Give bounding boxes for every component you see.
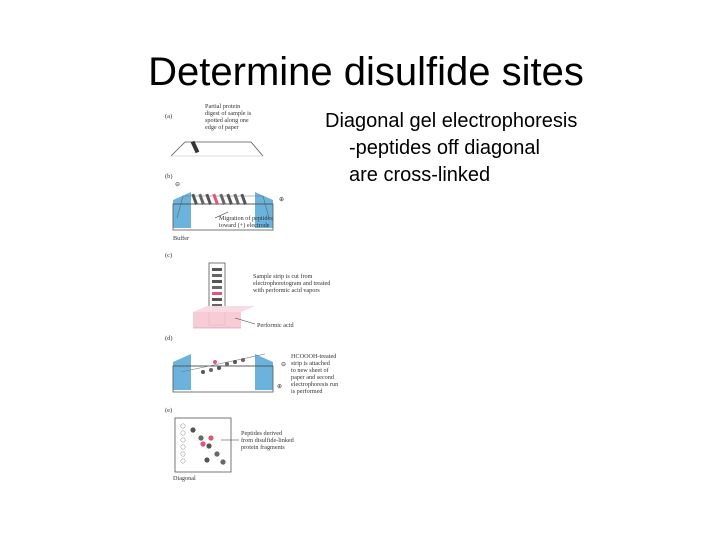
label-d-2: strip is attached xyxy=(291,360,331,367)
label-b-buffer: Buffer xyxy=(173,235,189,242)
label-e-2: from disulfide-linked xyxy=(241,437,295,444)
panel-label-d: (d) xyxy=(165,335,173,342)
label-b-migration-2: toward (+) electrode xyxy=(219,222,270,229)
label-c-3: with performic acid vapors xyxy=(253,287,320,294)
panel-e-sheet xyxy=(174,417,239,473)
bullet-sub-1: -peptides off diagonal xyxy=(349,137,540,159)
label-d-3: to new sheet of xyxy=(291,367,330,374)
panel-b-apparatus xyxy=(172,192,274,231)
label-b-migration-1: Migration of peptides xyxy=(219,215,273,222)
bullet-list: Diagonal gel electrophoresis -peptides o… xyxy=(325,108,577,189)
panel-a-paper xyxy=(170,140,264,157)
label-c-1: Sample strip is cut from xyxy=(253,273,313,280)
minus-electrode-d: ⊖ xyxy=(281,361,286,368)
minus-electrode-b: ⊖ xyxy=(175,181,180,188)
panel-label-b: (b) xyxy=(165,173,173,180)
plus-electrode-b: ⊕ xyxy=(279,196,284,203)
slide-title: Determine disulfide sites xyxy=(148,50,584,94)
panel-label-a: (a) xyxy=(165,113,172,120)
plus-electrode-d: ⊕ xyxy=(277,383,282,390)
label-d-5: electrophoresis run xyxy=(291,381,338,388)
panel-c-strip xyxy=(193,262,256,329)
label-e-diagonal: Diagonal xyxy=(173,475,196,482)
label-d-6: is performed xyxy=(291,388,323,395)
bullet-main: Diagonal gel electrophoresis xyxy=(325,110,578,132)
label-e-3: protein fragments xyxy=(241,444,285,451)
panel-label-e: (e) xyxy=(165,407,172,414)
panel-d-apparatus xyxy=(172,353,274,393)
label-c-acid: Performic acid xyxy=(257,322,294,329)
label-a-4: edge of paper xyxy=(205,124,239,131)
diagonal-electrophoresis-figure: (a) Partial protein digest of sample is … xyxy=(163,100,343,485)
panel-label-c: (c) xyxy=(165,252,172,259)
label-d-1: HCOOOH-treated xyxy=(291,353,337,360)
label-e-1: Peptides derived xyxy=(241,430,283,437)
label-c-2: electrophoretogram and treated xyxy=(253,280,331,287)
label-a-2: digest of sample is xyxy=(205,110,252,117)
label-a-1: Partial protein xyxy=(205,103,240,110)
figure-svg: (a) Partial protein digest of sample is … xyxy=(165,103,338,482)
label-a-3: spotted along one xyxy=(205,117,249,124)
bullet-sub-2: are cross-linked xyxy=(349,164,491,186)
sample-spot xyxy=(190,140,200,154)
label-d-4: paper and second xyxy=(291,374,335,381)
